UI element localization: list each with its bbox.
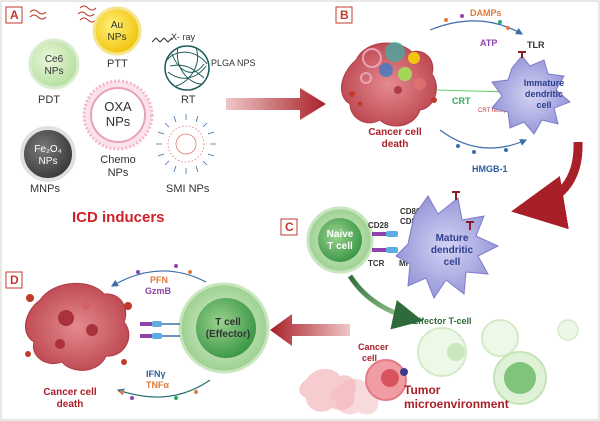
panel-d: D Cancer cell death PFN GzmB T cell (Ef <box>5 264 270 410</box>
ptt-label: PTT <box>107 58 128 70</box>
chemo-label-line1: Chemo <box>100 154 135 166</box>
immature-label-line2: dendritic <box>525 89 563 99</box>
tlr-label: TLR <box>527 40 545 50</box>
rt-label: RT <box>181 94 196 106</box>
arrow-naive-to-effector <box>347 274 423 330</box>
oxa-label-line2: NPs <box>106 114 131 129</box>
cancer-death-b-line1: Cancer cell <box>368 127 422 138</box>
damps-particles <box>444 14 510 30</box>
icd-inducers-title: ICD inducers <box>72 209 165 226</box>
ce6-label-line2: NPs <box>45 66 64 77</box>
ifn-particles <box>120 390 198 400</box>
tcr-mhc-bridge <box>140 321 180 339</box>
dead-cancer-cell <box>25 282 132 371</box>
panel-b-badge <box>335 6 353 24</box>
mature-label-line2: dendritic <box>431 245 474 256</box>
tumor-label-line1: Tumor <box>404 383 441 397</box>
tcr-receptor <box>372 247 398 253</box>
panel-d-badge <box>5 271 23 289</box>
effector-t-cell-label: Effector T-cell <box>412 316 472 326</box>
panel-a-letter: A <box>10 8 19 22</box>
panel-a: A Ce6 NPs PDT Au NPs PTT X- ray PLGA NPS… <box>5 5 256 226</box>
smi-nps-icon <box>156 114 216 174</box>
death-d-line2: death <box>57 399 84 410</box>
immature-label-line3: cell <box>536 100 551 110</box>
oxa-nps-icon <box>82 79 154 151</box>
ce6-label-line1: Ce6 <box>45 54 64 65</box>
cd28-receptor <box>372 231 398 237</box>
arrow-c-to-d <box>270 314 350 346</box>
plga-label: PLGA NPS <box>211 58 256 68</box>
effector-t-cell-nucleus <box>196 298 256 358</box>
au-label-line2: NPs <box>108 32 127 43</box>
tcr-label: TCR <box>368 259 385 268</box>
fe-nps-icon <box>20 126 76 182</box>
naive-label-line2: T cell <box>327 241 353 252</box>
hmgb1-label: HMGB-1 <box>472 164 508 174</box>
damps-label: DAMPs <box>470 8 502 18</box>
tumor-cancer-label-line1: Cancer <box>358 342 389 352</box>
panel-b-letter: B <box>340 8 349 22</box>
atp-label: ATP <box>480 38 497 48</box>
panel-d-letter: D <box>10 273 19 287</box>
pfn-particles <box>136 264 192 274</box>
tumor-label-line2: microenvironment <box>404 397 509 411</box>
fe-label-line2: NPs <box>39 156 58 167</box>
chemo-label-line2: NPs <box>108 167 129 179</box>
crt-receptor-label: CRT receptor <box>478 108 514 114</box>
cancer-death-b-line2: death <box>382 139 409 150</box>
immature-dendritic-cell <box>491 55 571 135</box>
cd80-label: CD80/ <box>400 207 423 216</box>
arrow-b-to-c <box>511 141 583 230</box>
mnps-label: MNPs <box>30 183 60 195</box>
cd28-label: CD28 <box>368 221 389 230</box>
oxa-label-line1: OXA <box>104 99 132 114</box>
ifn-arrow <box>116 379 211 398</box>
panel-c: C Naive T cell CD28 TCR CD80/ CD86 MHC I… <box>280 191 579 415</box>
naive-label-line1: Naive <box>327 229 354 240</box>
fe-label-line1: Fe₂O₄ <box>34 144 61 155</box>
panel-c-letter: C <box>285 220 294 234</box>
cd86-label: CD86 <box>400 217 421 226</box>
ifn-label: IFNγ <box>146 369 166 379</box>
pfn-label: PFN <box>150 275 168 285</box>
damps-arrow <box>429 20 524 35</box>
smi-label: SMI NPs <box>166 183 210 195</box>
panel-b: B Cancer cell death DAMPs ATP T <box>335 6 571 174</box>
pfn-arrow <box>110 270 207 287</box>
mature-label-line1: Mature <box>436 233 469 244</box>
tumor-microenvironment <box>299 319 579 415</box>
panel-c-badge <box>280 218 298 236</box>
tnf-label: TNFα <box>146 380 169 390</box>
xray-label: X- ray <box>171 32 196 42</box>
au-nps-icon <box>77 5 142 56</box>
dying-cancer-cell <box>341 42 437 127</box>
xray-icon <box>151 37 173 43</box>
tumor-cancer-label-line2: cell <box>362 353 377 363</box>
arrow-a-to-b <box>226 88 326 120</box>
au-label-line1: Au <box>111 20 123 31</box>
tcell-d-line1: T cell <box>215 317 241 328</box>
hmgb1-particles <box>456 144 508 154</box>
tcell-d-line2: (Effector) <box>206 329 250 340</box>
panel-a-badge <box>5 6 23 24</box>
mature-label-line3: cell <box>444 257 461 268</box>
tlr-receptor-icon <box>518 51 526 58</box>
crt-label: CRT <box>452 96 471 106</box>
ce6-nps-icon <box>28 9 80 90</box>
death-d-line1: Cancer cell <box>43 387 97 398</box>
naive-t-cell-nucleus <box>318 218 362 262</box>
pdt-label: PDT <box>38 94 60 106</box>
mature-dendritic-cell <box>395 191 500 300</box>
plga-nps-icon <box>164 45 210 91</box>
hmgb1-arrow <box>439 129 528 149</box>
crt-arrow <box>435 89 509 93</box>
immature-label-line1: Immature <box>524 78 565 88</box>
gzmb-label: GzmB <box>145 286 172 296</box>
